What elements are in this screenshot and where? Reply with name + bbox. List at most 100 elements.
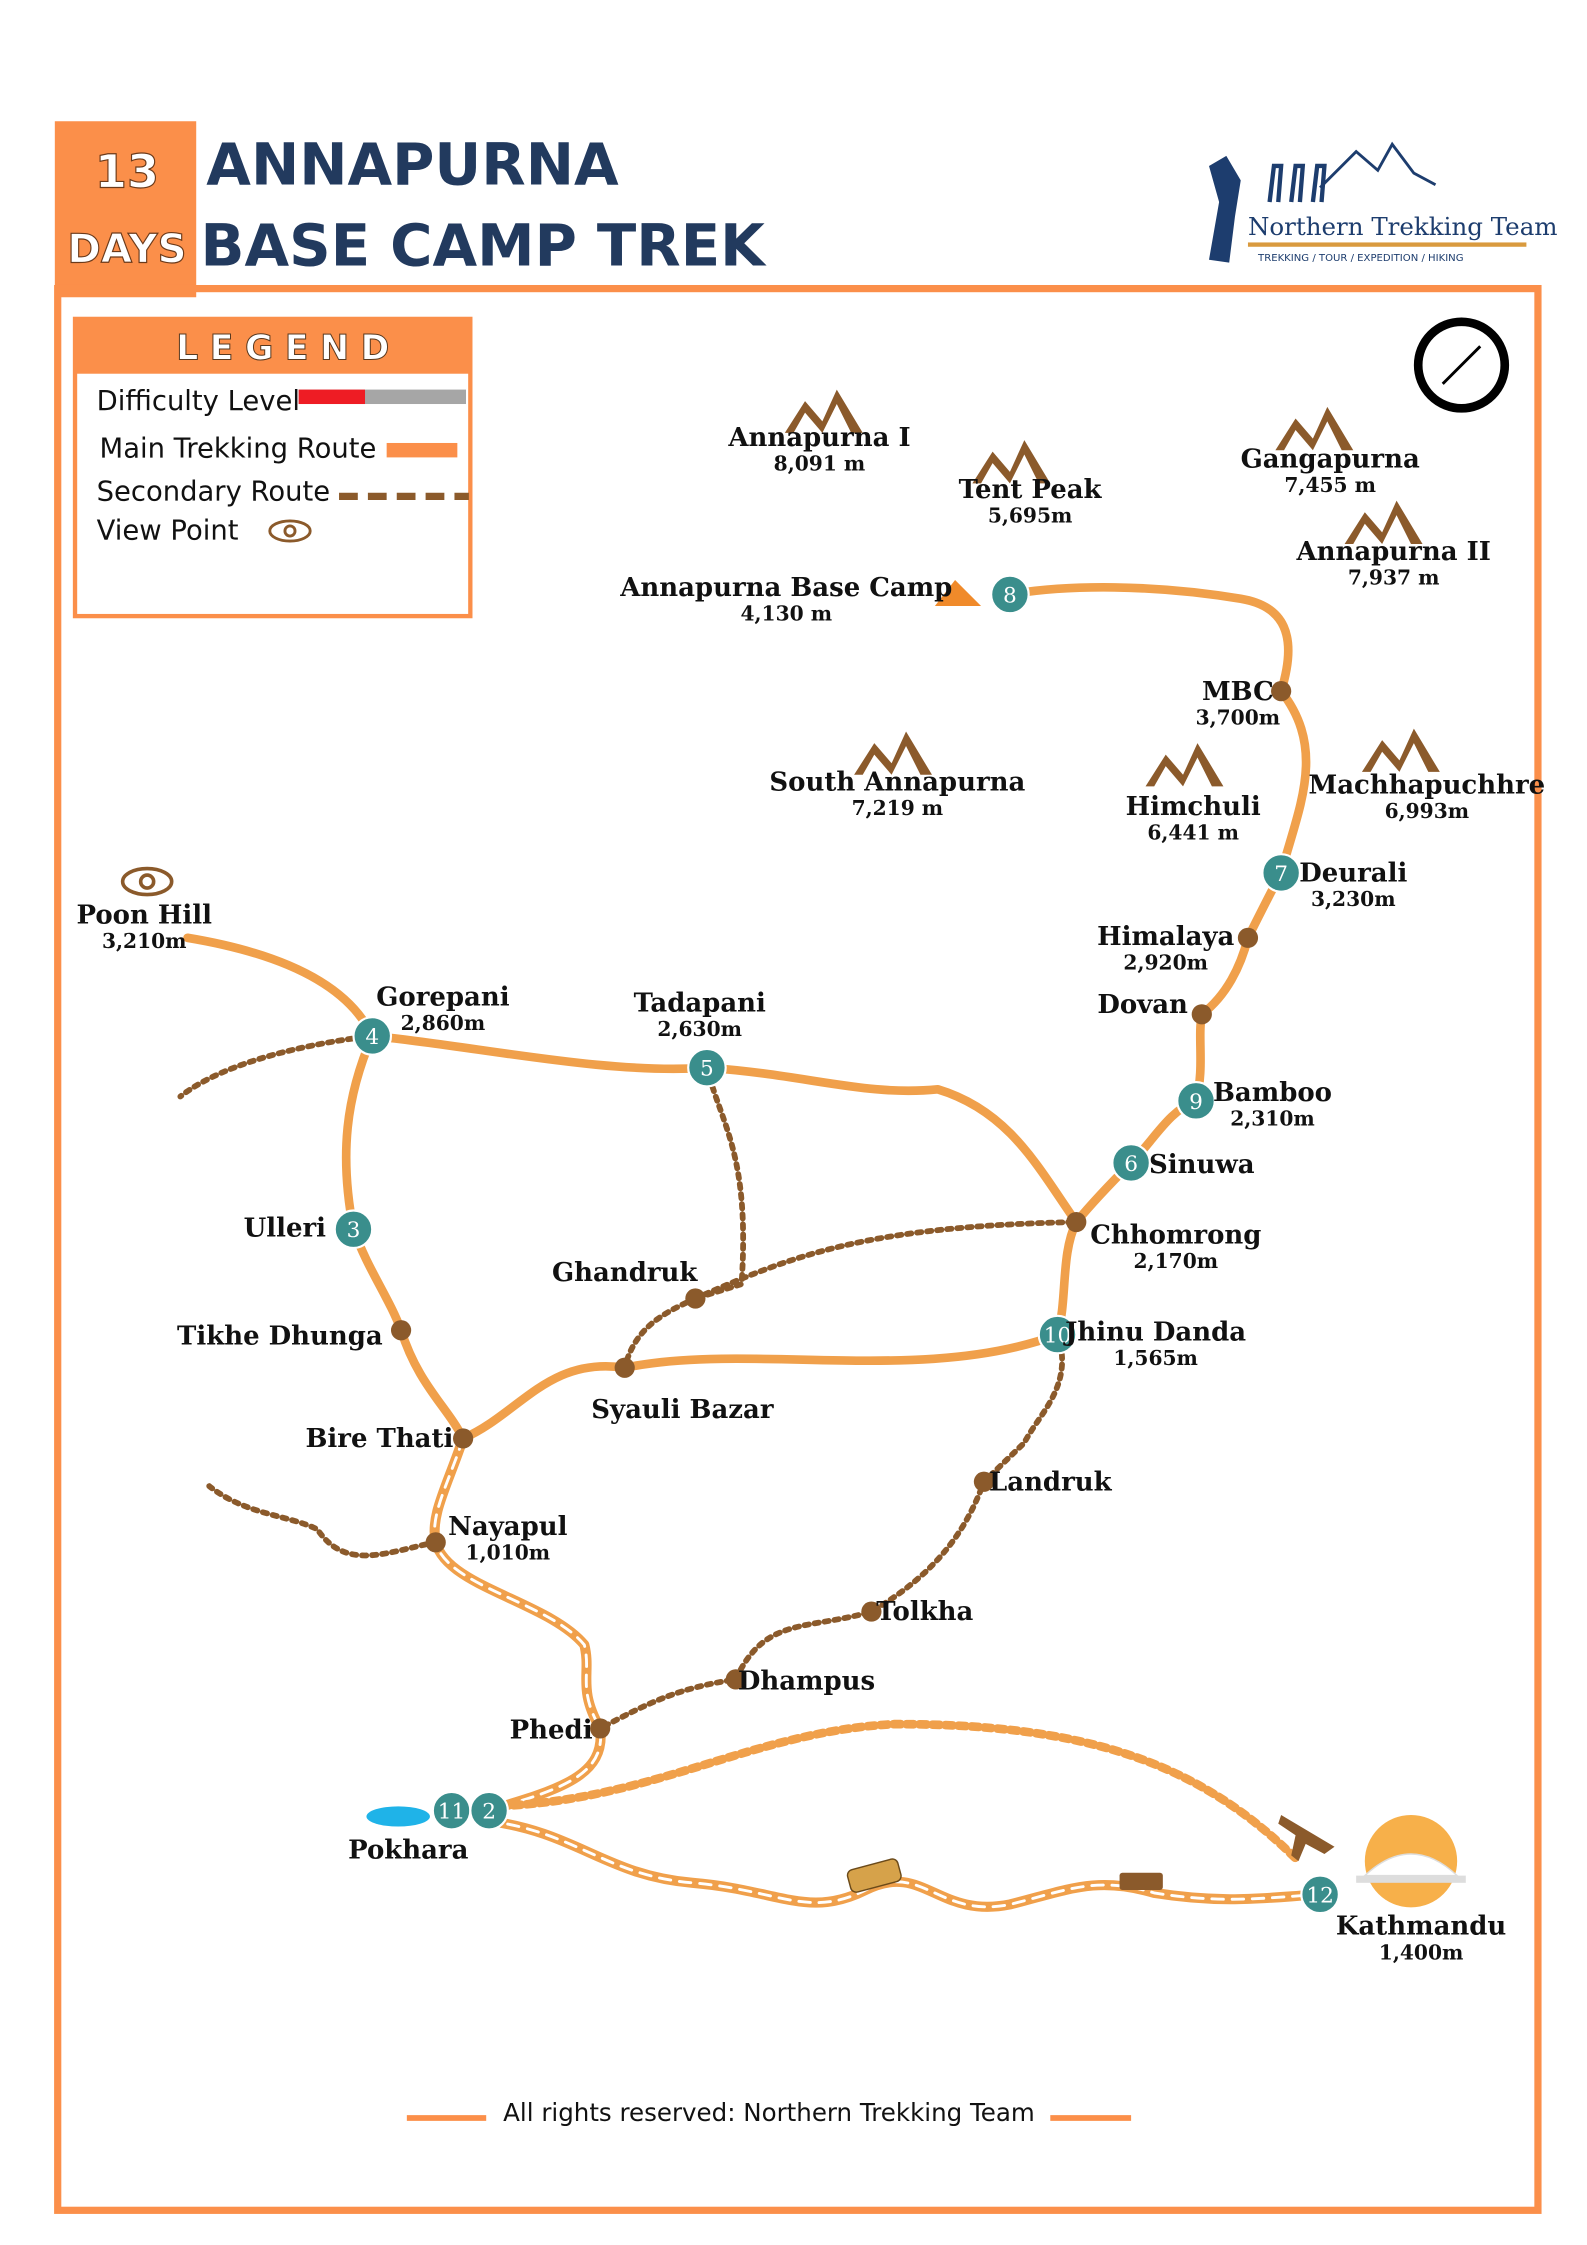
day-marker: 12: [1300, 1874, 1340, 1915]
stupa-icon: [1356, 1815, 1466, 1908]
peak-elevation: 8,091 m: [774, 451, 866, 475]
place-sinuwa: Sinuwa: [1149, 1150, 1255, 1180]
mountain-icon: [1275, 406, 1354, 451]
waypoint-dot: [685, 1288, 706, 1309]
place-ulleri: Ulleri: [244, 1213, 327, 1243]
place-elevation: 2,860m: [401, 1011, 486, 1035]
days-badge: [54, 121, 197, 298]
jeep-icon: [1119, 1872, 1163, 1891]
day-marker: 5: [687, 1047, 727, 1088]
lake-icon: [366, 1806, 430, 1827]
logo-name: Northern Trekking Team: [1248, 212, 1558, 241]
place-name: Ulleri: [244, 1213, 327, 1243]
day-marker: 3: [333, 1209, 374, 1250]
place-elevation: 3,230m: [1311, 887, 1396, 911]
difficulty-fill: [298, 389, 366, 405]
map-frame: [54, 284, 1542, 2214]
compass-icon: [1413, 317, 1510, 413]
day-number: 5: [700, 1057, 714, 1082]
day-marker: 6: [1111, 1143, 1151, 1183]
place-elevation: 3,210m: [102, 929, 187, 953]
eye-icon: [268, 519, 312, 543]
waypoint-dot: [614, 1357, 635, 1378]
mountain-icon: [784, 389, 863, 433]
peak-name: Tent Peak: [959, 475, 1103, 505]
day-marker: 10: [1037, 1314, 1078, 1355]
place-name: Annapurna Base Camp: [619, 573, 952, 603]
place-name: Sinuwa: [1149, 1150, 1255, 1180]
day-marker: 9: [1176, 1081, 1216, 1121]
waypoint-dot: [725, 1669, 746, 1690]
day-number: 2: [482, 1800, 496, 1825]
legend-difficulty-label: Difficulty Level: [97, 386, 300, 417]
day-number: 10: [1044, 1324, 1072, 1349]
place-name: Ghandruk: [552, 1258, 698, 1288]
waypoint-dot: [1066, 1211, 1087, 1233]
place-name: Syauli Bazar: [591, 1395, 774, 1425]
place-name: Himalaya: [1097, 922, 1234, 952]
place-elevation: 1,010m: [466, 1541, 551, 1565]
place-elevation: 2,310m: [1230, 1106, 1315, 1130]
peak-elevation: 7,219 m: [852, 796, 944, 820]
place-name: Jhinu Danda: [1063, 1317, 1246, 1347]
peak-name: South Annapurna: [769, 768, 1025, 798]
day-marker: 7: [1261, 853, 1301, 893]
waypoint-dot: [1271, 681, 1292, 702]
place-name: Phedi: [510, 1716, 593, 1746]
days-number: 13: [95, 145, 159, 199]
place-name: Chhomrong: [1090, 1221, 1261, 1251]
place-elevation: 2,170m: [1134, 1249, 1219, 1273]
day-marker: 8: [990, 574, 1030, 615]
peak-name: Gangapurna: [1241, 445, 1420, 475]
eye-icon-poon-hill: [120, 866, 174, 897]
peak-name: Annapurna I: [727, 423, 910, 453]
waypoint-dot: [590, 1718, 611, 1739]
place-ghandruk: Ghandruk: [552, 1258, 698, 1288]
place-name: Gorepani: [376, 983, 509, 1013]
place-elevation: 2,920m: [1123, 951, 1208, 975]
place-name: Deurali: [1299, 859, 1407, 889]
place-pokhara: Pokhara: [348, 1835, 468, 1865]
day-marker: 11: [431, 1790, 472, 1831]
mountain-icon: [972, 440, 1051, 484]
waypoint-dot: [453, 1428, 474, 1449]
place-name: Bamboo: [1213, 1078, 1332, 1108]
day-number: 4: [365, 1025, 379, 1050]
day-number: 11: [438, 1800, 466, 1825]
mountain-icon: [1344, 500, 1423, 544]
peak-name: Himchuli: [1126, 792, 1261, 822]
title-line1: ANNAPURNA: [206, 131, 619, 199]
place-name: Tadapani: [634, 988, 766, 1018]
main-route-swatch: [386, 442, 458, 458]
day-number: 8: [1003, 583, 1017, 608]
day-number: 7: [1274, 862, 1288, 887]
place-elevation: 1,565m: [1113, 1346, 1198, 1370]
peak-elevation: 5,695m: [988, 503, 1073, 527]
peak-name: Machhapuchhre: [1309, 771, 1546, 801]
logo-tagline: TREKKING / TOUR / EXPEDITION / HIKING: [1257, 253, 1463, 264]
place-tikhe-dhunga: Tikhe Dhunga: [177, 1322, 383, 1352]
place-elevation: 3,700m: [1196, 705, 1281, 729]
road-to-kathmandu-white: [486, 1819, 1322, 1909]
main-route-tadapani: [367, 1031, 1081, 1227]
peak-elevation: 6,993m: [1385, 799, 1470, 823]
legend: LEGEND Difficulty Level Main Trekking Ro…: [72, 316, 473, 619]
legend-title: LEGEND: [176, 328, 401, 368]
days-label: DAYS: [67, 226, 186, 273]
title-line2: BASE CAMP TREK: [201, 212, 768, 280]
mountain-icon: [1145, 743, 1224, 787]
legend-viewpoint-label: View Point: [97, 516, 239, 547]
place-elevation: 4,130 m: [740, 601, 832, 625]
